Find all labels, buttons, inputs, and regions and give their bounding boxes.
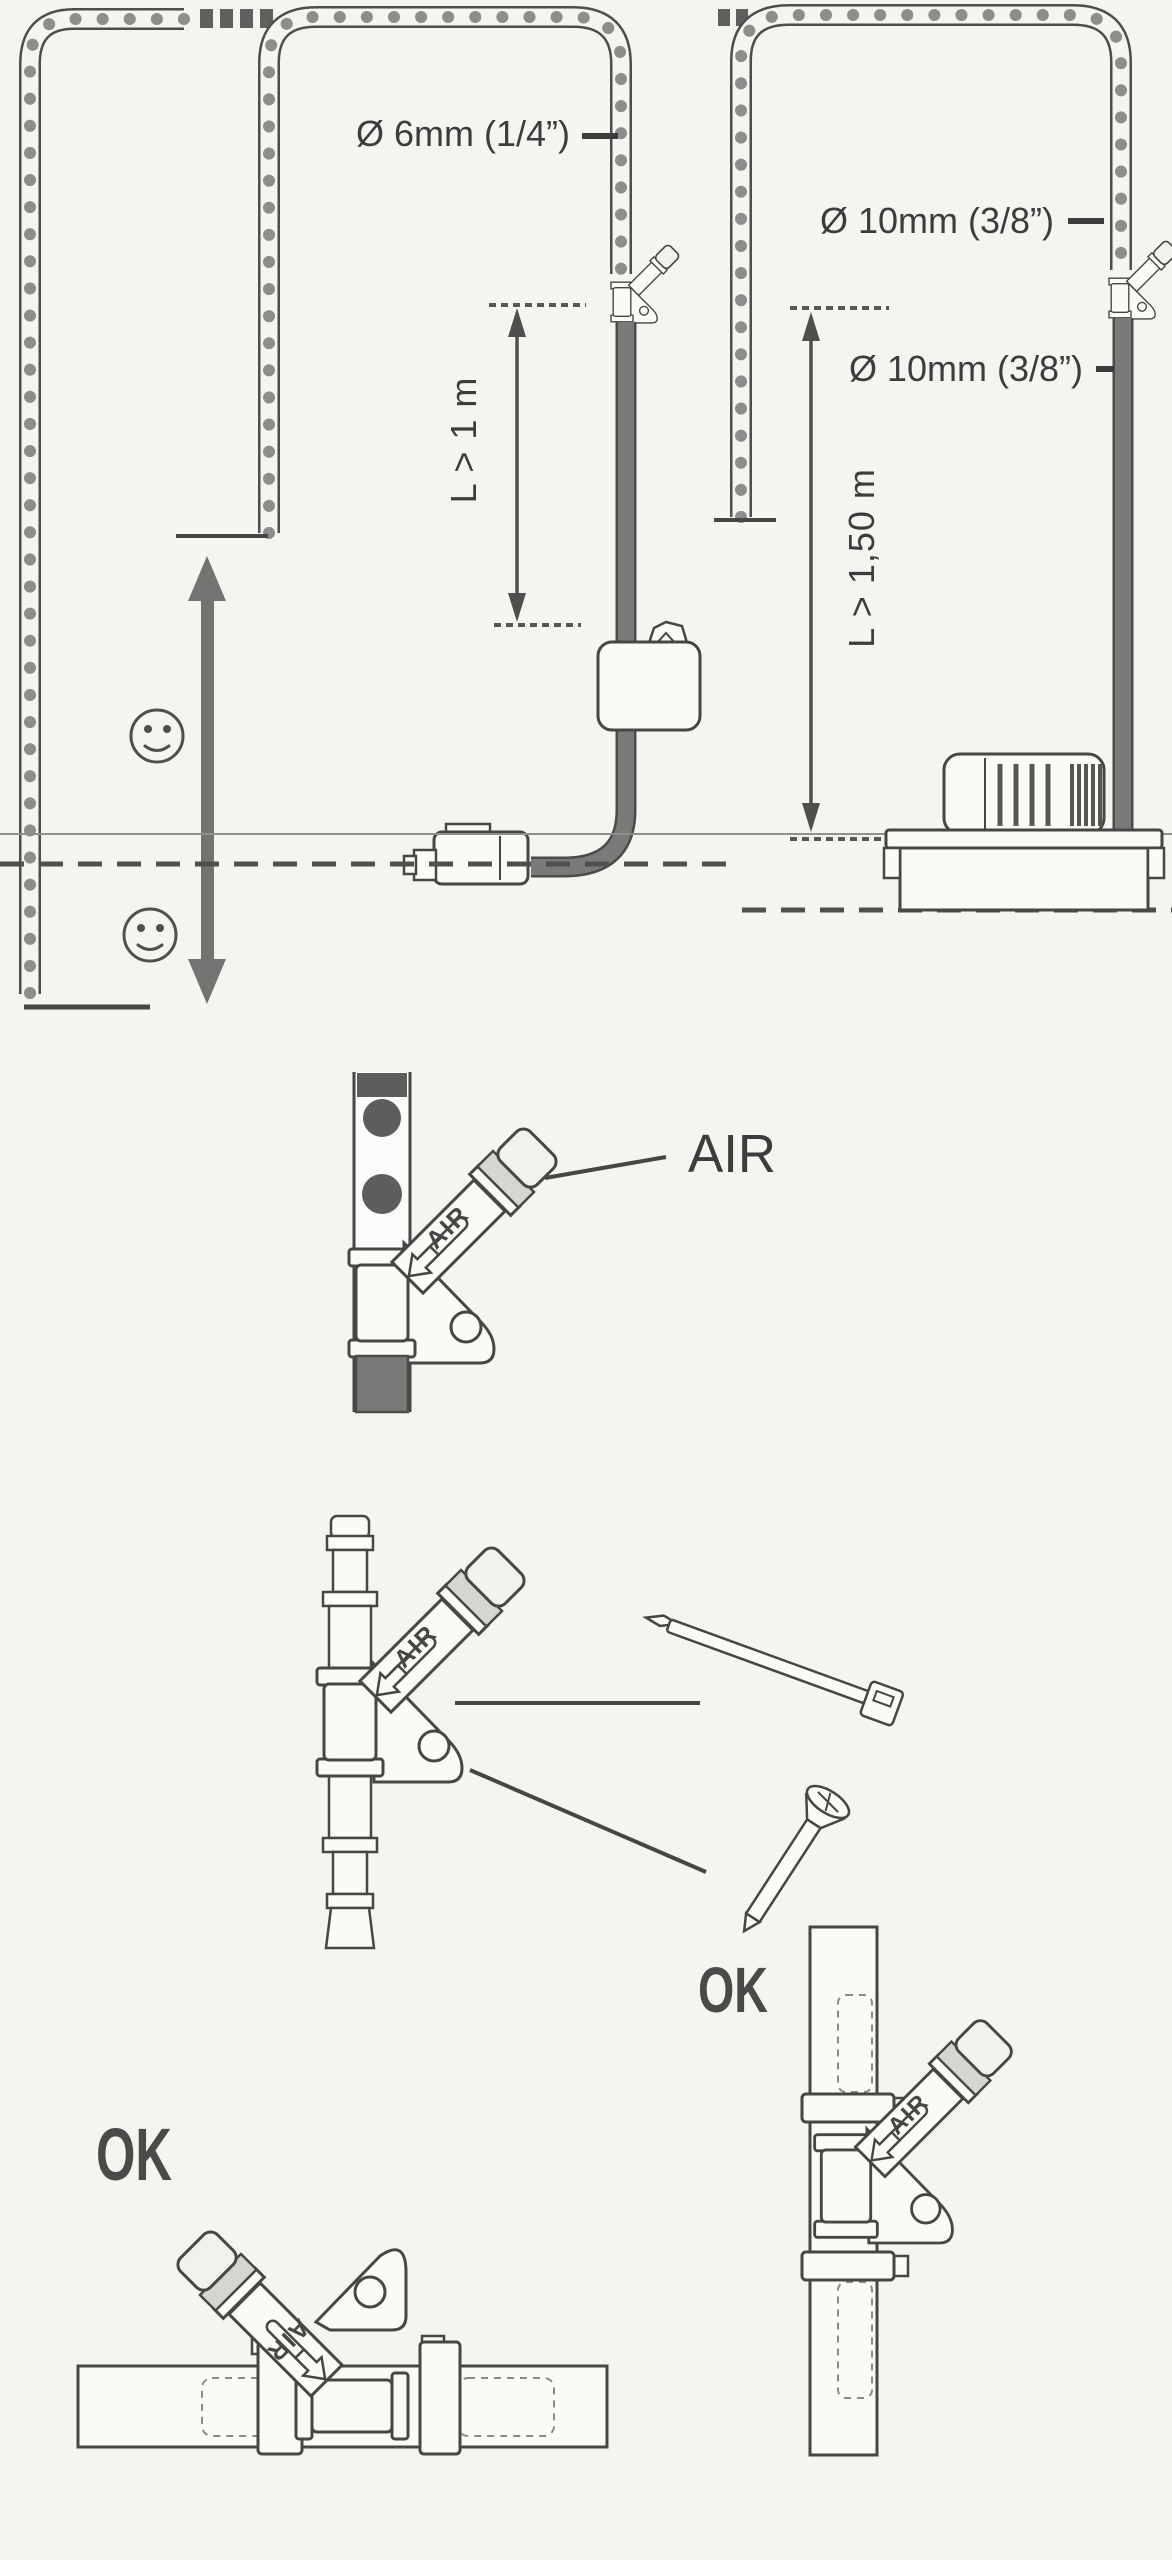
water-drop: [363, 1099, 401, 1137]
figure-ok-horizontal: OK: [76, 2113, 609, 2456]
drain-hose-right-loop: [730, 4, 1132, 523]
drain-hose-left-outer: [19, 8, 190, 1000]
figure-ok-vertical: OK: [698, 1925, 1019, 2457]
cable-tie: [642, 1614, 905, 1727]
hose-diameter-label-left: Ø 6mm (1/4”): [356, 113, 570, 154]
hidden-barb-dashed: [201, 2377, 303, 2437]
pump-vent-slats: [997, 764, 1051, 826]
top-hose-barb: [321, 1514, 379, 1672]
pump-vent-slats: [1070, 764, 1102, 826]
water-slug: [357, 1073, 407, 1097]
ok-label-vertical: OK: [698, 1954, 768, 2026]
hose-clamp-bottom: [800, 2250, 910, 2282]
hose-diameter-label-right: Ø 10mm (3/8”): [820, 200, 1054, 241]
up-down-position-arrow: [188, 556, 226, 1004]
hose-continuation-dashes: [200, 9, 273, 28]
dark-hose-below-valve: [354, 1354, 410, 1414]
dimension-l150m: L > 1,50 m: [790, 306, 889, 841]
dimension-l1m: L > 1 m: [443, 303, 586, 627]
smiley-face-icon-above: [129, 708, 185, 764]
ok-label-horizontal: OK: [96, 2113, 172, 2196]
hose-clamp-right: [418, 2334, 462, 2456]
drain-hose-left-loop: [258, 5, 632, 539]
air-vent-valve-exploded: [315, 1514, 532, 1950]
tube-diameter-label-right: Ø 10mm (3/8”): [849, 348, 1083, 389]
hidden-barb-dashed: [457, 2377, 555, 2437]
discharge-tube-left: [531, 322, 637, 878]
intermediate-tank: [596, 620, 702, 732]
smiley-face-icon-below: [122, 907, 178, 963]
figure-valve-mounting-parts: [315, 1514, 905, 1950]
left-riser-scene: Ø 6mm (1/4”) L > 1 m: [19, 5, 702, 1010]
tank-condensate-pump: [882, 752, 1166, 912]
water-drop: [362, 1174, 402, 1214]
figure-air-valve-detail: AIR: [347, 1072, 776, 1414]
hidden-barb-dashed: [837, 1994, 873, 2093]
bottom-hose-barb: [321, 1772, 379, 1950]
min-height-label-left: L > 1 m: [443, 377, 484, 504]
mounting-screw: [742, 1784, 851, 1934]
min-height-label-right: L > 1,50 m: [841, 468, 882, 648]
figure-riser-diagrams: Ø 6mm (1/4”) L > 1 m: [0, 4, 1172, 1010]
air-callout-leader: [544, 1155, 667, 1180]
screw-leader: [469, 1768, 707, 1874]
hidden-barb-dashed: [837, 2281, 873, 2399]
air-callout-label: AIR: [688, 1124, 776, 1184]
right-riser-scene: Ø 10mm (3/8”) Ø 10mm (3/8”) L > 1,50 m: [714, 4, 1172, 912]
